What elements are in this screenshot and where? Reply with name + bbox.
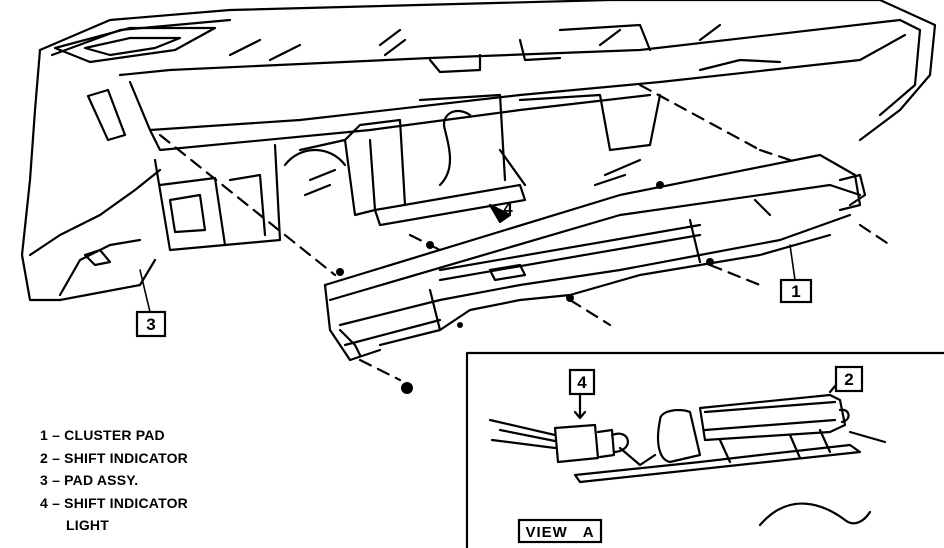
body-callout-4: 4 (503, 199, 513, 218)
view-a-inset (465, 351, 944, 548)
callout-4: 4 (568, 368, 596, 396)
callout-leaders (139, 244, 796, 313)
parts-legend: 1 – CLUSTER PAD 2 – SHIFT INDICATOR 3 – … (40, 424, 188, 537)
legend-item-cluster-pad: 1 – CLUSTER PAD (40, 427, 165, 443)
legend-item-light-continued: LIGHT (66, 517, 109, 533)
dashboard-pad-assembly (20, 0, 937, 302)
assembly-dashed-lines (158, 83, 892, 382)
view-a-text: VIEW A (525, 524, 594, 541)
callout-4-label: 4 (577, 373, 587, 392)
callout-1-label: 1 (791, 282, 800, 301)
callout-2-label: 2 (844, 370, 853, 389)
legend-item-shift-indicator-light: 4 – SHIFT INDICATOR (40, 494, 188, 511)
body-callout-4-label: 4 (503, 199, 513, 218)
view-a-label: VIEW A (517, 518, 603, 544)
callout-1: 1 (779, 278, 813, 304)
cluster-interior (153, 93, 662, 252)
fasteners (336, 181, 714, 394)
legend-item-shift-indicator: 2 – SHIFT INDICATOR (40, 449, 188, 466)
legend-item-pad-assy: 3 – PAD ASSY. (40, 472, 139, 488)
callout-3-label: 3 (146, 315, 155, 334)
callout-2: 2 (834, 365, 864, 393)
callout-3: 3 (135, 310, 167, 338)
